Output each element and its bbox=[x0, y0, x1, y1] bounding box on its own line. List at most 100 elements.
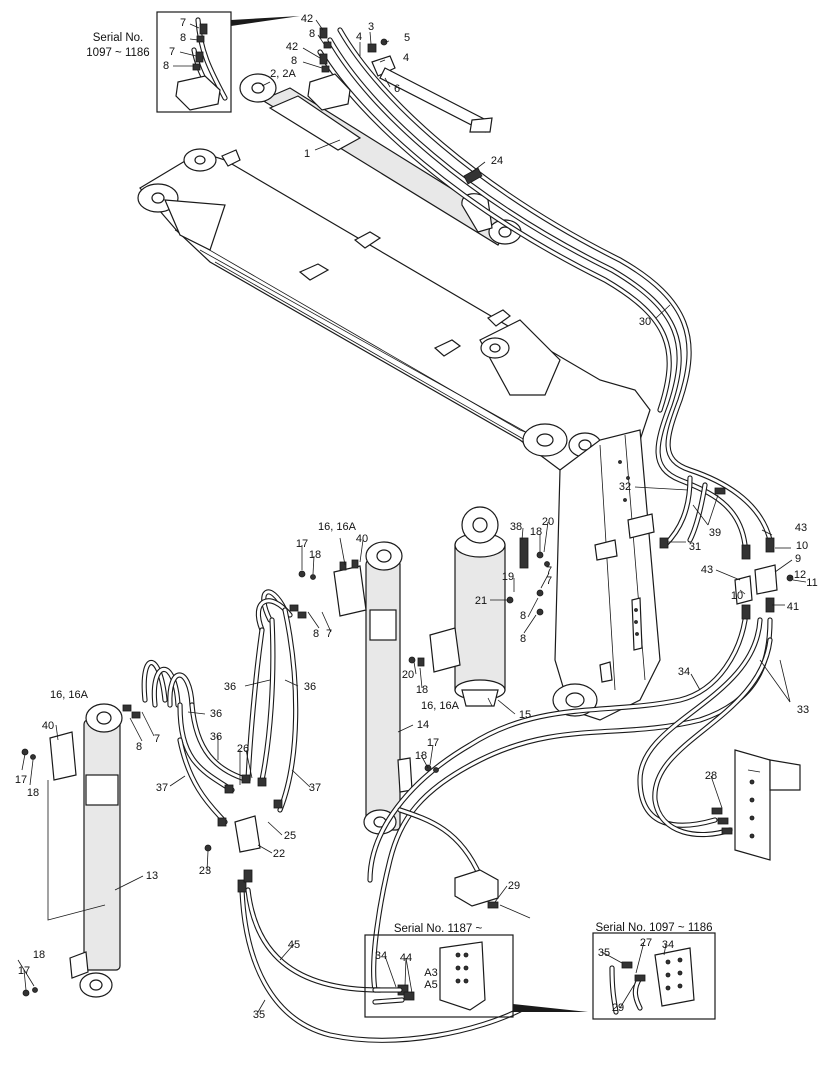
callout-label: 7 bbox=[169, 46, 175, 58]
cylinder-13 bbox=[47, 703, 123, 998]
callout-label: 4 bbox=[356, 31, 362, 43]
callout-label: 45 bbox=[288, 939, 300, 951]
callout-label: 8 bbox=[520, 633, 526, 645]
callout-label: 7 bbox=[546, 565, 552, 577]
inset-bottom-center bbox=[364, 934, 588, 1018]
hoses-34-35-45 bbox=[237, 617, 773, 1043]
inset-top-left bbox=[156, 11, 300, 113]
callout-label: 24 bbox=[491, 155, 503, 167]
callout-label: 17 bbox=[296, 538, 308, 550]
callout-label: 44 bbox=[400, 952, 412, 964]
boom-assembly bbox=[137, 148, 651, 471]
callout-label: 35 bbox=[253, 1009, 265, 1021]
callout-label: 21 bbox=[475, 595, 487, 607]
callout-label: 25 bbox=[284, 830, 296, 842]
serial-note-top-left-line1: Serial No. bbox=[93, 32, 144, 44]
callout-label: 41 bbox=[787, 601, 799, 613]
callout-label: 12 bbox=[794, 569, 806, 581]
serial-note-top-left-line2: 1097 ~ 1186 bbox=[86, 47, 149, 59]
callout-label: 7 bbox=[154, 733, 160, 745]
callout-label: 20 bbox=[542, 516, 554, 528]
boom-cylinder bbox=[239, 73, 522, 246]
callout-label: 13 bbox=[146, 870, 158, 882]
callout-label: 14 bbox=[417, 719, 429, 731]
callout-label: 9 bbox=[795, 553, 801, 565]
callout-label: 16, 16A bbox=[421, 700, 460, 712]
callout-label: 42 bbox=[301, 13, 313, 25]
callout-label: 36 bbox=[304, 681, 316, 693]
callout-label: 42 bbox=[286, 41, 298, 53]
callout-label: 22 bbox=[273, 848, 285, 860]
callout-label: 1 bbox=[304, 148, 310, 160]
callout-label: 18 bbox=[530, 526, 542, 538]
bucket-cylinder-15 bbox=[417, 506, 506, 707]
arm-cylinder-14 bbox=[333, 541, 413, 835]
callout-label: 7 bbox=[546, 575, 552, 587]
callout-label: 7 bbox=[180, 17, 186, 29]
callout-label: 18 bbox=[33, 949, 45, 961]
callout-label: 10 bbox=[731, 590, 743, 602]
callout-label: 18 bbox=[415, 750, 427, 762]
inset-bottom-right bbox=[592, 932, 716, 1020]
callout-label: 17 bbox=[427, 737, 439, 749]
callout-label: 34 bbox=[678, 666, 690, 678]
callout-label: 30 bbox=[639, 316, 651, 328]
callout-label: 36 bbox=[210, 731, 222, 743]
callout-label: 4 bbox=[403, 52, 409, 64]
callout-label: 26 bbox=[237, 743, 249, 755]
callout-label: 40 bbox=[42, 720, 54, 732]
block-29 bbox=[454, 869, 531, 919]
callout-label: 11 bbox=[806, 577, 817, 589]
clamp-24 bbox=[463, 167, 483, 185]
top-center-fittings bbox=[307, 27, 493, 133]
callout-label: 2, 2A bbox=[270, 68, 296, 80]
callout-label: 18 bbox=[416, 684, 428, 696]
callout-label: 28 bbox=[705, 770, 717, 782]
callout-label: 16, 16A bbox=[50, 689, 89, 701]
callout-label: 17 bbox=[18, 965, 30, 977]
callout-label: 17 bbox=[15, 774, 27, 786]
hose-32 bbox=[659, 475, 726, 549]
arm-assembly bbox=[552, 429, 661, 721]
callout-label: 8 bbox=[520, 610, 526, 622]
bolts bbox=[21, 537, 550, 997]
callout-label: 38 bbox=[510, 521, 522, 533]
callout-label: 34 bbox=[375, 950, 387, 962]
block-28 bbox=[734, 749, 801, 861]
callout-label: 8 bbox=[163, 60, 169, 72]
serial-note-bottom-right: Serial No. 1097 ~ 1186 bbox=[595, 922, 712, 934]
callout-label: 8 bbox=[291, 55, 297, 67]
callout-label: 23 bbox=[199, 865, 211, 877]
callout-label: 37 bbox=[156, 782, 168, 794]
callout-label: 36 bbox=[210, 708, 222, 720]
callout-label: 33 bbox=[797, 704, 809, 716]
callout-label: 29 bbox=[612, 1002, 624, 1014]
callout-label: 8 bbox=[136, 741, 142, 753]
hoses-36-37 bbox=[122, 589, 307, 853]
callout-label: 34 bbox=[662, 939, 674, 951]
callout-label: 43 bbox=[795, 522, 807, 534]
callout-label: 40 bbox=[356, 533, 368, 545]
callout-label: 8 bbox=[313, 628, 319, 640]
callout-label: 8 bbox=[309, 28, 315, 40]
callout-label: 36 bbox=[224, 681, 236, 693]
callout-labels: 7 8 7 8 42 8 3 4 5 42 8 4 2, 2A 6 1 24 3… bbox=[15, 13, 818, 1021]
callout-label: 3 bbox=[368, 21, 374, 33]
callout-label: A3 bbox=[424, 967, 437, 979]
callout-label: A5 bbox=[424, 979, 437, 991]
serial-note-bottom-center: Serial No. 1187 ~ bbox=[394, 923, 483, 935]
callout-label: 35 bbox=[598, 947, 610, 959]
callout-label: 8 bbox=[180, 32, 186, 44]
callout-label: 10 bbox=[796, 540, 808, 552]
callout-label: 18 bbox=[27, 787, 39, 799]
callout-label: 16, 16A bbox=[318, 521, 357, 533]
callout-label: 7 bbox=[326, 628, 332, 640]
callout-label: 27 bbox=[640, 937, 652, 949]
callout-label: 37 bbox=[309, 782, 321, 794]
leader-lines bbox=[17, 19, 807, 1013]
callout-label: 32 bbox=[619, 481, 631, 493]
callout-label: 15 bbox=[519, 709, 531, 721]
callout-label: 29 bbox=[508, 880, 520, 892]
